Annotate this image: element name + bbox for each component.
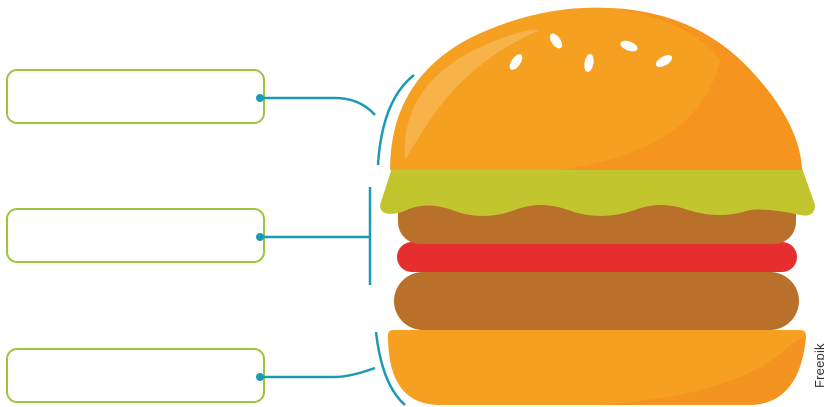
connector-bottom	[256, 366, 376, 381]
connector-middle	[256, 233, 370, 241]
bottom-label-box[interactable]	[6, 348, 265, 403]
lettuce	[380, 168, 815, 216]
connector-top	[256, 94, 376, 116]
tomato-slice	[397, 242, 797, 272]
top-label-box[interactable]	[6, 69, 265, 124]
middle-label-box[interactable]	[6, 208, 265, 263]
image-credit: Freepik	[812, 343, 824, 388]
bracket-top	[376, 74, 415, 166]
top-bun	[390, 7, 802, 170]
sesame-seeds	[509, 33, 673, 72]
bottom-bun	[388, 330, 806, 405]
lower-patty	[394, 272, 799, 330]
bracket-bottom	[374, 331, 406, 406]
